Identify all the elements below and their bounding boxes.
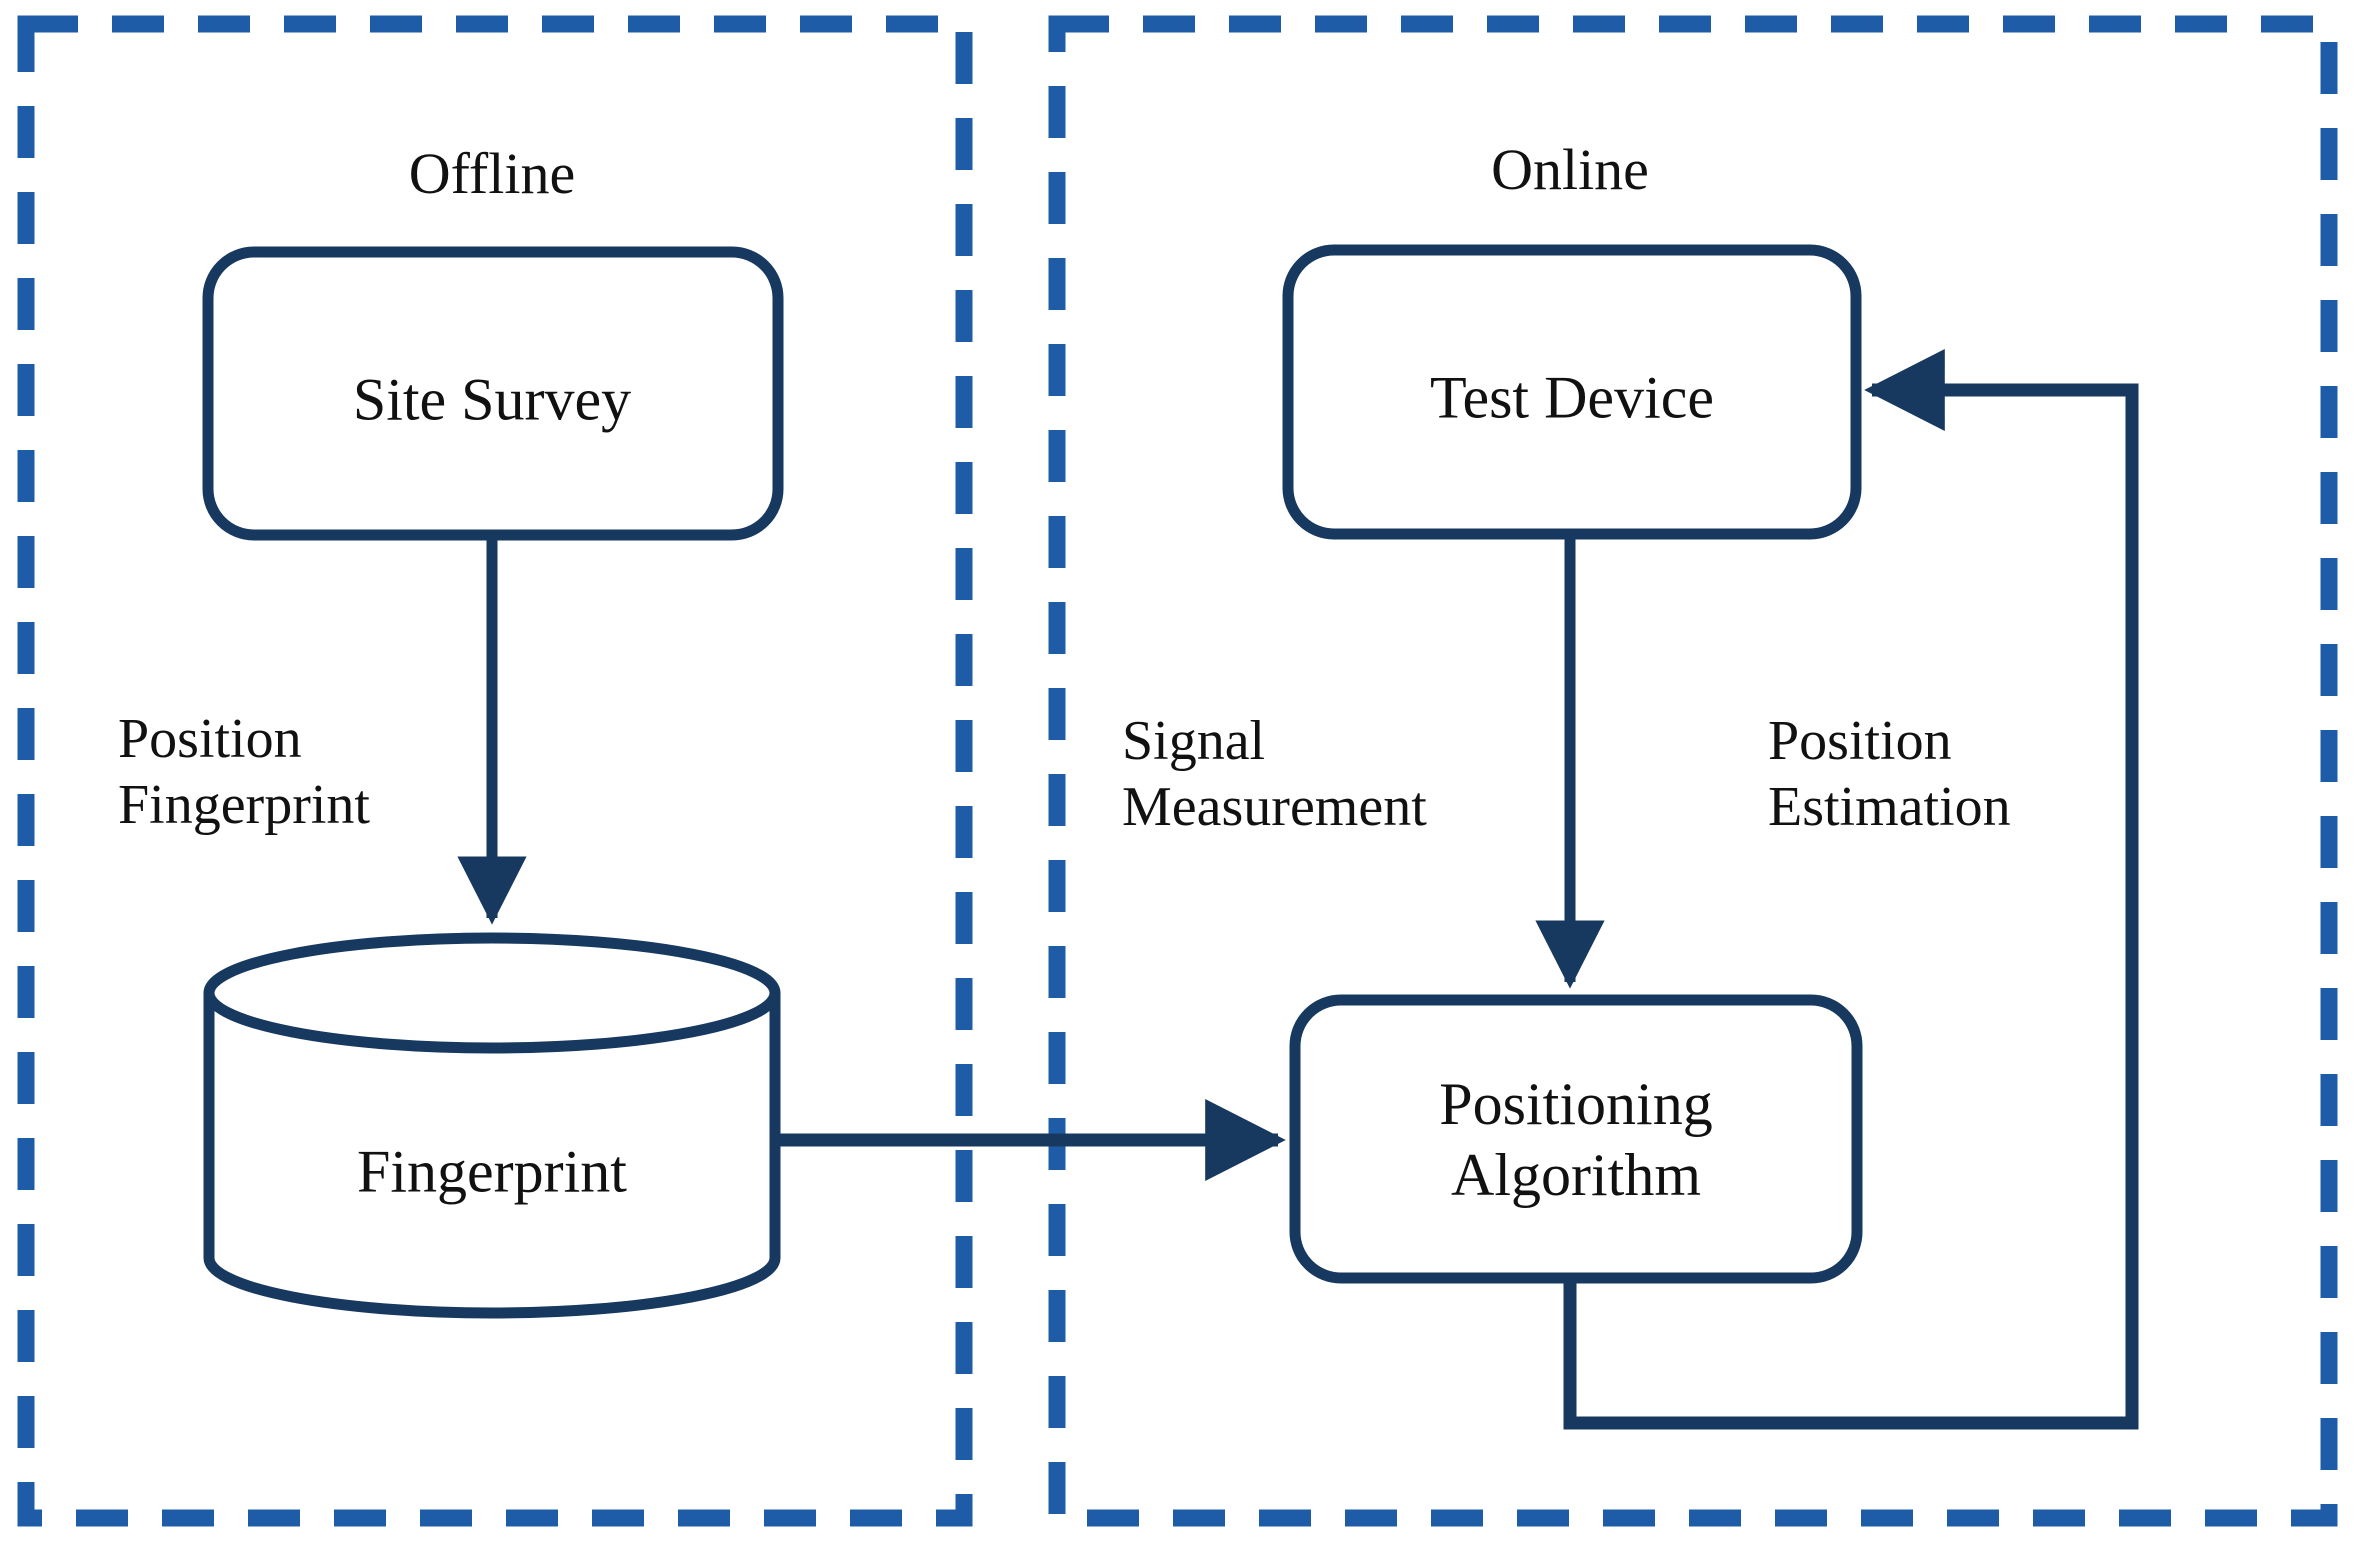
edge-label-signal-measurement: Signal Measurement	[1122, 710, 1427, 839]
node-label-test-device: Test Device	[1429, 364, 1715, 431]
panel-title-online: Online	[1491, 136, 1649, 202]
node-label-fingerprint: Fingerprint	[357, 1138, 627, 1205]
edge-label-position-estimation: Position Estimation	[1768, 710, 2011, 839]
edge-label-position-fingerprint: Position Fingerprint	[118, 708, 370, 837]
panel-online-border	[1048, 15, 2338, 1527]
panel-title-offline: Offline	[408, 140, 576, 206]
panel-offline-border	[17, 15, 973, 1527]
node-label-positioning-algorithm: Positioning Algorithm	[1439, 1071, 1713, 1208]
node-fingerprint-db-shape[interactable]	[203, 932, 781, 1319]
node-label-site-survey: Site Survey	[352, 366, 632, 433]
edge-algorithm-to-device-line	[1563, 349, 2139, 1430]
